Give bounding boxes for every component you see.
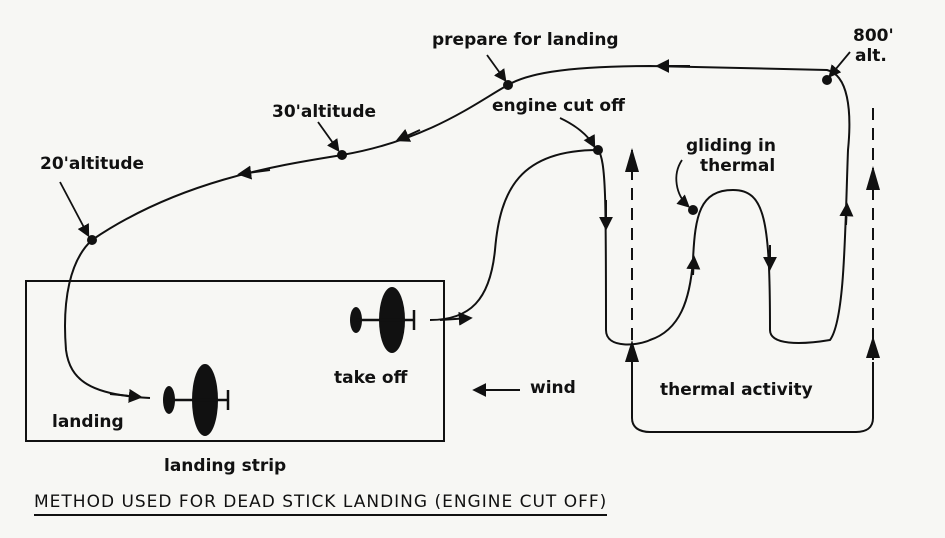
waypoint-20ft: [87, 235, 97, 245]
waypoint-800ft: [822, 75, 832, 85]
thermal-arrowhead: [625, 340, 639, 362]
label-gliding-in: gliding in: [686, 136, 776, 156]
label-thermal: thermal: [700, 156, 776, 176]
path-arrow: [237, 165, 271, 180]
waypoint-gliding: [688, 205, 698, 215]
thermal-arrowhead: [866, 166, 880, 190]
path-arrow: [395, 128, 421, 142]
label-engine-cut-off: engine cut off: [492, 96, 625, 116]
label-alt: alt.: [855, 46, 887, 66]
label-30ft-altitude: 30'altitude: [272, 102, 377, 122]
path-arrow: [109, 388, 143, 403]
label-wind: wind: [530, 378, 576, 398]
label-thermal-activity: thermal activity: [660, 380, 813, 400]
landing-strip-box: [25, 280, 445, 442]
thermal-arrowhead: [625, 148, 639, 172]
path-arrow: [686, 255, 701, 276]
label-landing: landing: [52, 412, 124, 432]
label-prepare-for-landing: prepare for landing: [432, 30, 619, 50]
thermal-arrowhead: [866, 336, 880, 358]
waypoint-engine-cut-off: [593, 145, 603, 155]
waypoint-prepare-landing: [503, 80, 513, 90]
leader-800ft: [828, 51, 851, 78]
leader-engine-cut: [559, 117, 596, 149]
leader-gliding: [675, 159, 690, 208]
label-20ft-altitude: 20'altitude: [40, 154, 145, 174]
thermal-bracket: [631, 362, 874, 433]
leader-20ft: [59, 181, 90, 238]
takeoff-airplane-icon: [350, 287, 416, 353]
path-arrow: [839, 202, 854, 226]
label-800ft: 800': [853, 26, 894, 46]
diagram-caption: METHOD USED FOR DEAD STICK LANDING (ENGI…: [34, 492, 608, 516]
landing-airplane-icon: [163, 364, 230, 436]
leader-30ft: [317, 121, 340, 153]
path-arrow: [439, 311, 473, 326]
flight-path: [64, 64, 851, 399]
waypoint-30ft: [337, 150, 347, 160]
label-landing-strip: landing strip: [164, 456, 287, 476]
label-take-off: take off: [334, 368, 408, 388]
leader-prepare: [486, 54, 507, 83]
